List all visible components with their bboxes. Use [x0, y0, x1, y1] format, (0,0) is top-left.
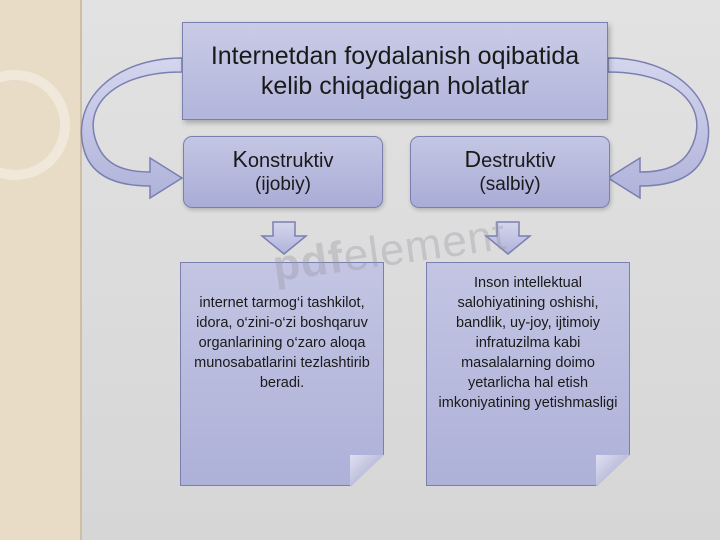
category-constructive: Konstruktiv (ijobiy) [183, 136, 383, 208]
note-constructive-text: internet tarmog‘i tashkilot, idora, o‘zi… [194, 295, 370, 391]
left-decorative-band [0, 0, 82, 540]
down-arrow-right [483, 221, 533, 255]
destructive-subtitle: (salbiy) [479, 174, 541, 195]
note-destructive-text: Inson intellektual salohiyatining oshish… [438, 275, 618, 411]
decorative-ring [0, 70, 70, 180]
curved-arrow-left [80, 57, 184, 200]
constructive-heading: Konstruktiv [232, 146, 334, 172]
category-destructive: Destruktiv (salbiy) [410, 136, 610, 208]
diagram-title: Internetdan foydalanish oqibatida kelib … [182, 22, 608, 120]
curved-arrow-right [606, 57, 710, 200]
down-arrow-left [259, 221, 309, 255]
note-destructive: Inson intellektual salohiyatining oshish… [426, 262, 630, 486]
title-text: Internetdan foydalanish oqibatida kelib … [210, 42, 580, 100]
constructive-subtitle: (ijobiy) [255, 174, 311, 195]
note-constructive: internet tarmog‘i tashkilot, idora, o‘zi… [180, 262, 384, 486]
destructive-heading: Destruktiv [464, 146, 556, 172]
